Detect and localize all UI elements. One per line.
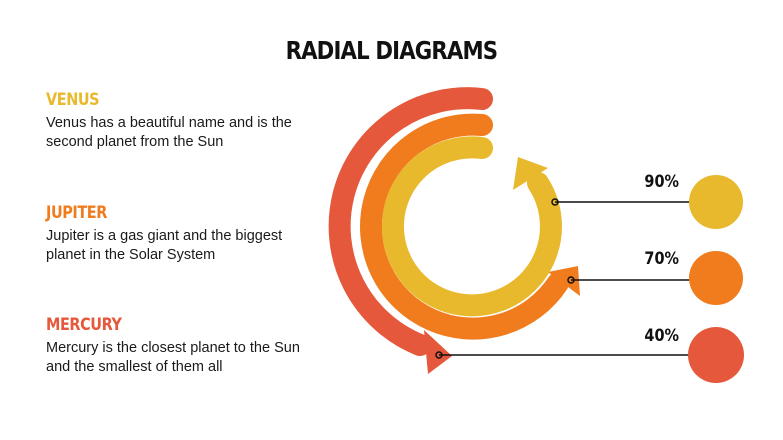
venus-arc xyxy=(381,136,562,317)
jupiter-description: Jupiter is a gas giant and the biggest p… xyxy=(46,228,283,263)
jupiter-arrowhead-icon xyxy=(548,266,580,296)
venus-percentage: 90% xyxy=(644,172,679,192)
venus-description: Venus has a beautiful name and is the se… xyxy=(46,115,292,150)
mercury-heading: MERCURY xyxy=(46,315,122,335)
mercury-percentage: 40% xyxy=(644,326,679,346)
mercury-description: Mercury is the closest planet to the Sun… xyxy=(46,340,300,375)
venus-circle xyxy=(689,175,743,229)
jupiter-connector-dot xyxy=(567,276,575,284)
jupiter-item: JUPITER Jupiter is a gas giant and the b… xyxy=(46,203,316,265)
mercury-circle xyxy=(688,327,744,383)
jupiter-arc xyxy=(360,113,580,340)
jupiter-percentage: 70% xyxy=(644,249,679,269)
page-title: RADIAL DIAGRAMS xyxy=(285,36,499,65)
jupiter-heading: JUPITER xyxy=(46,203,107,223)
mercury-item: MERCURY Mercury is the closest planet to… xyxy=(46,315,316,377)
venus-connector-dot xyxy=(551,198,559,206)
venus-heading: VENUS xyxy=(46,90,100,110)
venus-item: VENUS Venus has a beautiful name and is … xyxy=(46,90,316,152)
venus-arrowhead-icon xyxy=(513,157,548,190)
jupiter-circle xyxy=(689,251,743,305)
mercury-connector-dot xyxy=(435,351,443,359)
